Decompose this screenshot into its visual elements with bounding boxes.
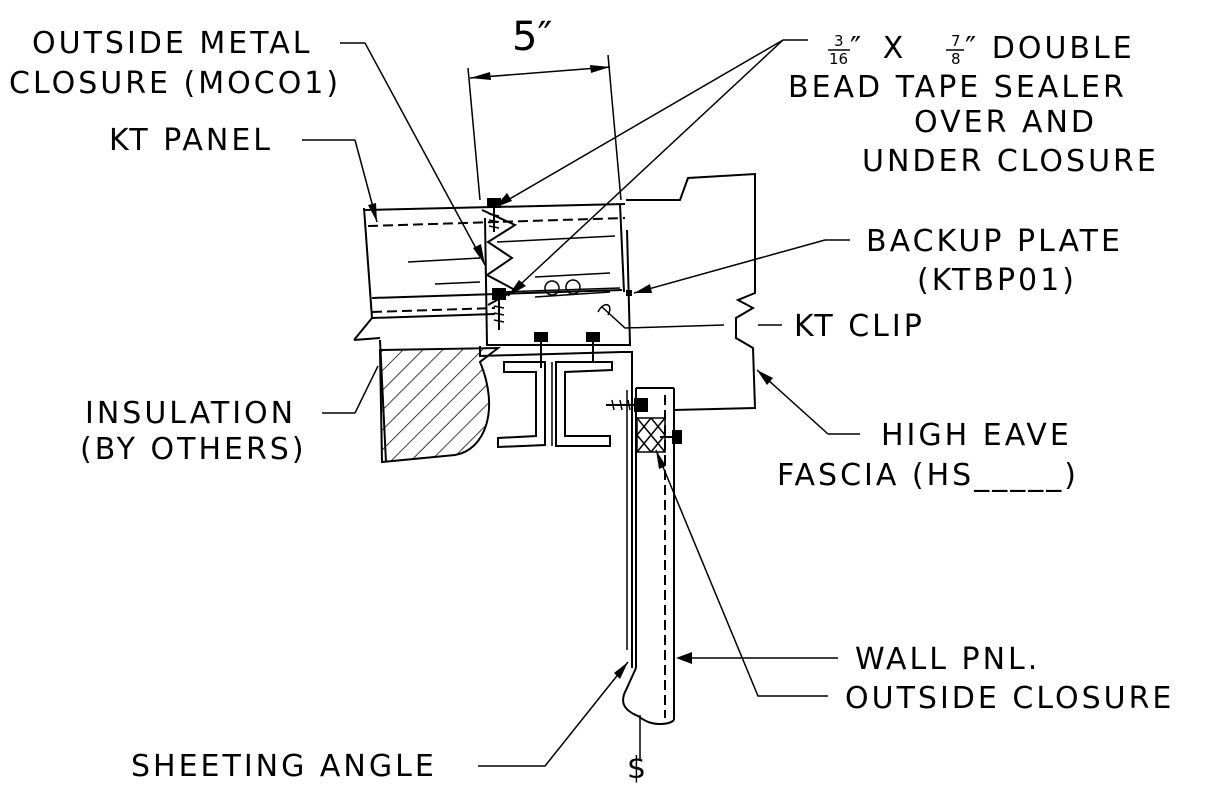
screw-top	[487, 198, 501, 232]
label-insulation: INSULATION (BY OTHERS)	[80, 396, 307, 467]
screw-bottom-2	[586, 332, 600, 362]
label-tape-sealer: 3 16 ″ X 7 8 ″ DOUBLE BEAD TAPE SEALER O…	[788, 31, 1159, 179]
outside-closure-block	[636, 417, 666, 453]
high-eave-line1: HIGH EAVE	[881, 418, 1072, 453]
tape-frac1-den: 16	[829, 50, 848, 68]
insulation-line2: (BY OTHERS)	[80, 432, 307, 467]
label-outside-closure: OUTSIDE CLOSURE	[845, 681, 1174, 716]
insulation-hatch	[378, 346, 501, 464]
high-eave-line2: FASCIA (HS_____)	[777, 458, 1079, 493]
label-high-eave-fascia: HIGH EAVE FASCIA (HS_____)	[777, 418, 1079, 493]
leader-outside-metal-closure	[340, 42, 486, 266]
leader-outside-closure	[655, 449, 828, 697]
leader-insulation	[322, 365, 379, 414]
label-kt-panel: KT PANEL	[109, 123, 273, 158]
wall-panel	[622, 387, 675, 760]
backup-plate	[484, 217, 632, 346]
label-kt-clip: KT CLIP	[794, 309, 925, 344]
tape-line2: BEAD TAPE SEALER	[788, 70, 1127, 105]
screw-mid	[492, 288, 506, 330]
screw-wall	[606, 398, 648, 412]
tape-line1-end: ″ DOUBLE	[965, 31, 1135, 66]
leader-high-eave-fascia	[756, 369, 860, 435]
dimension-text: 5″	[512, 14, 552, 60]
tape-line3: OVER AND	[914, 105, 1097, 140]
backup-plate-line1: BACKUP PLATE	[866, 224, 1123, 259]
backup-plate-line2: (KTBP01)	[917, 263, 1077, 298]
label-wall-panel: WALL PNL.	[855, 642, 1040, 677]
tape-line4: UNDER CLOSURE	[862, 144, 1159, 179]
label-backup-plate: BACKUP PLATE (KTBP01)	[866, 224, 1123, 298]
leader-sheeting-angle	[478, 661, 629, 767]
tape-frac2-num: 7	[951, 32, 961, 50]
insulation-line1: INSULATION	[85, 396, 296, 431]
leader-backup-plate	[633, 239, 850, 294]
screw-closure	[660, 430, 682, 444]
leader-wall-panel	[676, 652, 838, 664]
leader-kt-clip	[601, 306, 782, 329]
label-outside-metal-closure: OUTSIDE METAL CLOSURE (MOCO1)	[9, 26, 341, 101]
tape-frac1-num: 3	[834, 32, 844, 50]
outside-metal-closure-line1: OUTSIDE METAL	[32, 26, 312, 61]
leader-kt-panel	[302, 139, 378, 223]
outside-metal-closure-line2: CLOSURE (MOCO1)	[9, 66, 341, 101]
tape-frac2-den: 8	[951, 50, 961, 68]
label-sheeting-angle: SHEETING ANGLE	[131, 749, 437, 784]
leader-tape-sealer	[493, 39, 808, 297]
steel-symbol: $	[627, 751, 649, 785]
tape-line1-mid: ″ X	[850, 31, 909, 66]
kt-clip-purlin	[479, 304, 633, 668]
dimension-5-inch: 5″	[467, 14, 622, 201]
high-eave-fascia-outline	[626, 172, 757, 412]
